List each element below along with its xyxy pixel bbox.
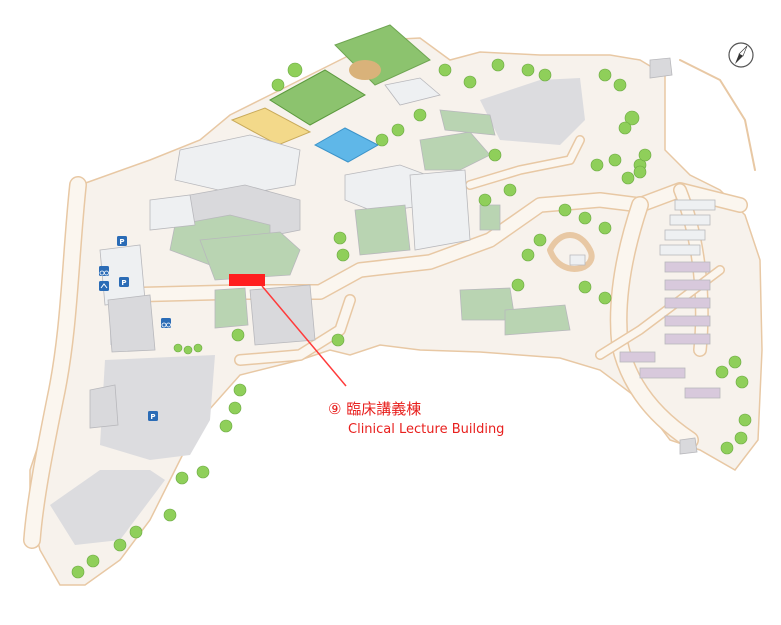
paved-lot-north xyxy=(480,78,585,145)
sports-facilities xyxy=(230,24,431,163)
building-label-jp: ⑨ 臨床講義棟 xyxy=(328,400,422,418)
svg-text:P: P xyxy=(150,413,155,421)
buildings xyxy=(89,57,721,455)
bicycle-parking-icon xyxy=(99,266,109,276)
swimming-pool xyxy=(313,127,380,163)
parking-lot-west xyxy=(100,355,215,460)
soccer-field xyxy=(269,69,366,126)
pointer-line xyxy=(261,285,347,387)
parking-icon: P xyxy=(148,411,158,421)
trees xyxy=(71,58,752,579)
baseball-diamond xyxy=(349,60,381,80)
building-label-en: Clinical Lecture Building xyxy=(348,422,505,437)
parking-icon: P xyxy=(117,236,127,246)
parking-lot-southwest xyxy=(50,470,165,545)
clinical-lecture-building-highlight[interactable] xyxy=(229,274,265,286)
svg-text:P: P xyxy=(121,279,126,287)
bicycle-parking-icon xyxy=(161,318,171,328)
motorcycle-parking-icon xyxy=(99,281,109,291)
svg-text:P: P xyxy=(119,238,124,246)
parking-icon: P xyxy=(119,277,129,287)
tennis-courts xyxy=(230,107,312,146)
tree-icon xyxy=(71,58,752,579)
compass-icon xyxy=(728,42,754,68)
